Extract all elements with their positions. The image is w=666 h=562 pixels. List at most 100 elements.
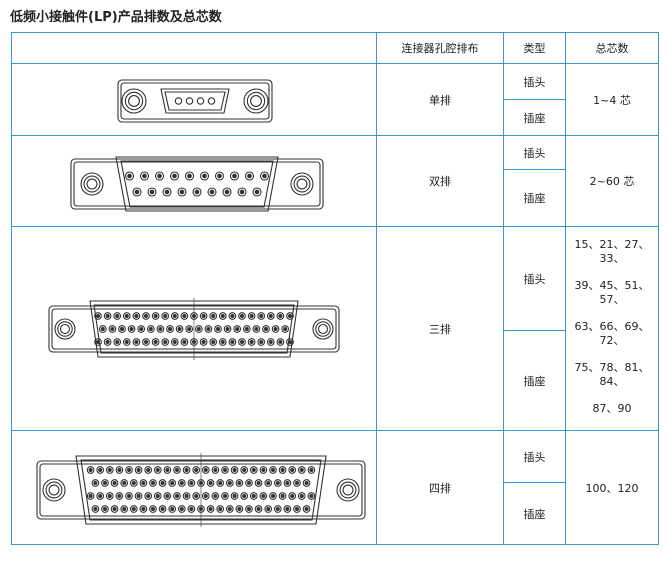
mounting-hole-inner (45, 481, 63, 499)
contact-pin (269, 492, 277, 500)
total-line: 39、45、51、57、 (574, 279, 650, 306)
contact-pin-center (283, 326, 288, 332)
contact-pin-center (249, 339, 254, 345)
contact-pin (276, 338, 285, 346)
contact-pin (153, 466, 162, 474)
contact-pin-center (262, 173, 267, 179)
connector-shell (89, 300, 299, 358)
contact-pin-center (220, 313, 225, 319)
row-cavity-double: 双排 (429, 175, 451, 188)
contact-pin-center (256, 480, 261, 486)
contact-pin-center (88, 493, 93, 499)
contact-pin-center (246, 480, 252, 486)
contact-pin-center (261, 467, 266, 473)
contact-pin (132, 338, 141, 346)
contact-pin (101, 479, 109, 487)
mounting-hole-inner (57, 321, 73, 337)
contact-pin-center (213, 493, 218, 499)
contact-pin-center (155, 493, 160, 499)
contact-pin (184, 171, 195, 181)
contact-pin-center (244, 326, 249, 332)
contact-pin (134, 466, 143, 474)
contact-pin-center (107, 467, 112, 473)
contact-pin (302, 505, 311, 513)
contact-pin (218, 338, 227, 346)
mounting-hole (42, 478, 66, 502)
contact-pin (223, 325, 232, 333)
contact-pin-center (182, 313, 187, 319)
contact-pin (199, 338, 208, 346)
contact-pin-center (251, 493, 256, 499)
contact-pin-center (290, 467, 295, 473)
contact-pin-center (189, 480, 194, 486)
row-cavity-single: 单排 (429, 93, 451, 107)
contact-pin-center (142, 173, 147, 179)
contact-pin-center (93, 506, 98, 512)
contact-pin-center (268, 339, 273, 345)
contact-pin (162, 187, 172, 197)
contact-pin (124, 171, 135, 181)
contact-pin (142, 338, 150, 346)
contact-pin-center (194, 467, 199, 473)
contact-pin (137, 325, 146, 333)
contact-pin-center (215, 326, 221, 332)
contact-pin (264, 505, 273, 513)
type-divider (503, 330, 565, 331)
contact-pin (151, 338, 160, 346)
contact-pin (103, 312, 112, 320)
contact-pin (281, 325, 290, 333)
contact-pin (94, 312, 102, 320)
contact-pin (144, 492, 153, 500)
contact-pin-center (124, 313, 129, 319)
contact-pin-center (115, 313, 120, 319)
contact-pin (154, 171, 165, 181)
contact-pin-center (208, 480, 213, 486)
contact-pin-center (163, 313, 168, 319)
contact-pin (276, 312, 285, 320)
contact-pin (247, 312, 256, 320)
contact-pin-center (165, 493, 170, 499)
contact-pin-center (280, 493, 285, 499)
contact-pin-center (122, 480, 127, 486)
mounting-hole-core (317, 323, 329, 335)
contact-pin (211, 492, 220, 500)
total-line: 15、21、27、33、 (574, 238, 650, 265)
contact-pin (115, 492, 124, 500)
contact-pin (187, 479, 196, 487)
contact-pin (245, 479, 253, 487)
col-divider (503, 33, 504, 544)
connector-shell (120, 160, 274, 208)
type-divider (503, 482, 565, 483)
contact-pin-center (134, 189, 140, 195)
contact-pin (91, 479, 100, 487)
contact-pin-center (157, 173, 162, 179)
contact-pin-center (239, 339, 245, 345)
contact-pin (94, 338, 102, 346)
contact-pin-center (153, 313, 158, 319)
contact-pin (201, 492, 210, 500)
contact-pin (163, 492, 172, 500)
contact-pin-center (239, 313, 245, 319)
contact-pin-center (115, 339, 120, 345)
contact-pin-center (222, 493, 228, 499)
contact-pin (158, 479, 167, 487)
contact-pin-center (237, 480, 242, 486)
contact-pin-center (268, 313, 273, 319)
contact-pin (286, 338, 294, 346)
contact-pin-center (225, 326, 230, 332)
mounting-hole (54, 318, 76, 340)
contact-pin (177, 479, 186, 487)
contact-pin-center (266, 480, 271, 486)
contact-pin-center (202, 173, 207, 179)
page-title: 低频小接触件(LP)产品排数及总芯数 (10, 10, 222, 25)
contact-pin (271, 325, 280, 333)
contact-pin-center (187, 326, 192, 332)
type-plug: 插头 (523, 450, 546, 464)
contact-pin (86, 492, 95, 500)
contact-pin-center (270, 467, 276, 473)
contact-pin (192, 187, 202, 197)
contact-pin (238, 338, 246, 346)
contact-pin-center (177, 326, 182, 332)
contact-pin (264, 479, 273, 487)
contact-pin (204, 325, 213, 333)
